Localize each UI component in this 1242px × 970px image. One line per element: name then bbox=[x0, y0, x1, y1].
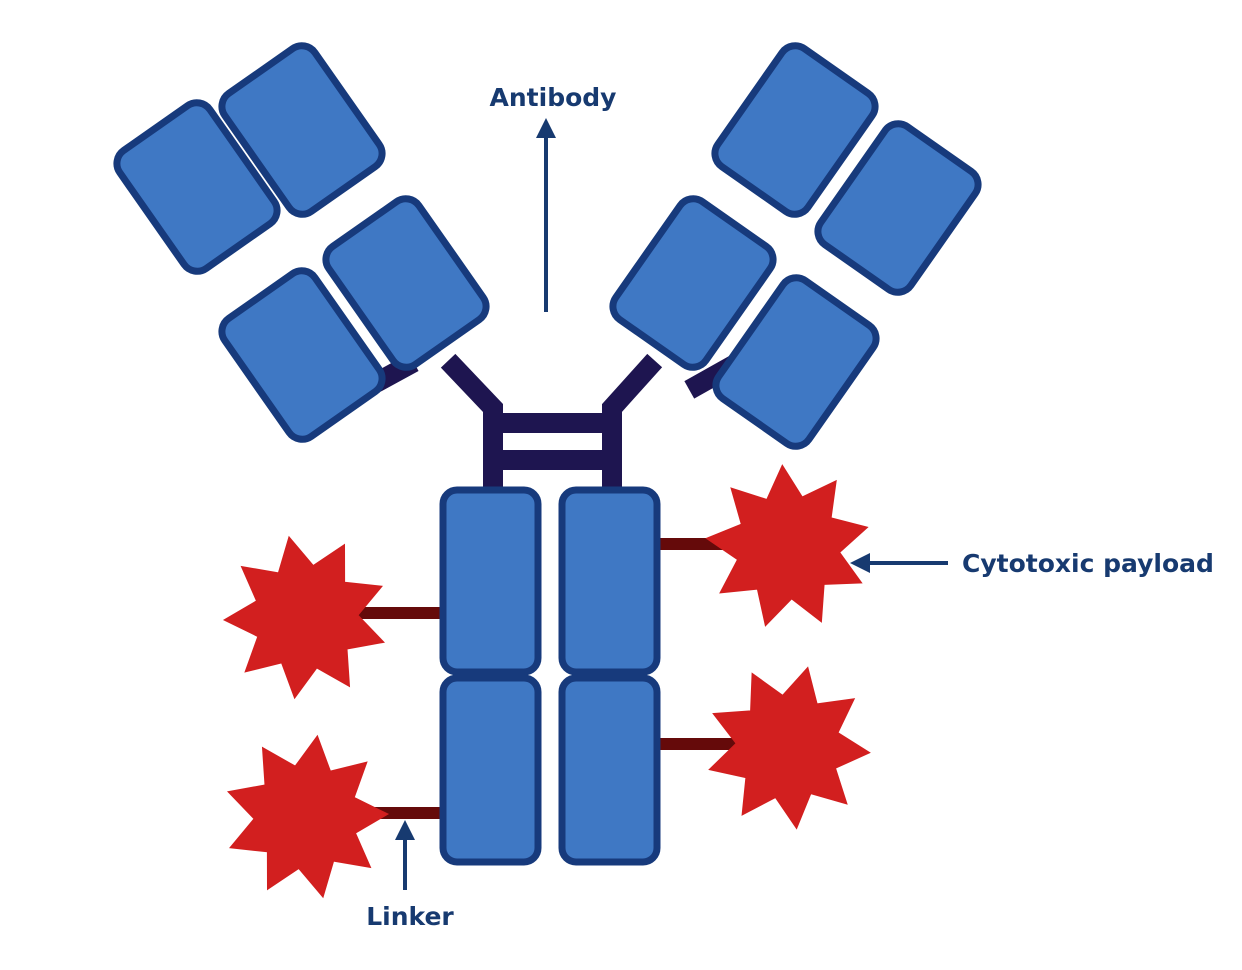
right-heavy-chain-constant-domain bbox=[609, 195, 777, 371]
fc-region bbox=[439, 486, 661, 866]
right-light-chain-variable-domain bbox=[814, 120, 982, 296]
left-light-chain-variable-domain bbox=[113, 99, 281, 275]
left-heavy-chain-constant-domain bbox=[322, 195, 490, 371]
payload-left-upper bbox=[222, 535, 386, 700]
left-light-chain-constant-domain bbox=[218, 267, 386, 443]
payloads bbox=[222, 464, 871, 899]
payload-right-upper bbox=[705, 464, 869, 627]
fc-left-ch3-domain bbox=[439, 674, 542, 866]
antibody-label: Antibody bbox=[490, 83, 617, 112]
fc-left-ch2-domain bbox=[439, 486, 542, 676]
right-light-chain-constant-domain bbox=[712, 274, 880, 450]
right-heavy-chain-variable-domain bbox=[711, 42, 879, 218]
fc-right-ch3-domain bbox=[558, 674, 661, 866]
left-heavy-chain-variable-domain bbox=[218, 42, 386, 218]
linker-label: Linker bbox=[366, 902, 454, 931]
left-fab-arm bbox=[113, 42, 490, 443]
hinge-region bbox=[358, 353, 744, 498]
fc-right-ch2-domain bbox=[558, 486, 661, 676]
annotation-arrows bbox=[395, 118, 948, 890]
linkers bbox=[350, 538, 760, 819]
payload-right-lower bbox=[708, 666, 871, 830]
payload-left-lower bbox=[226, 734, 390, 899]
right-fab-arm bbox=[609, 42, 982, 450]
cytotoxic-payload-label: Cytotoxic payload bbox=[962, 549, 1214, 578]
